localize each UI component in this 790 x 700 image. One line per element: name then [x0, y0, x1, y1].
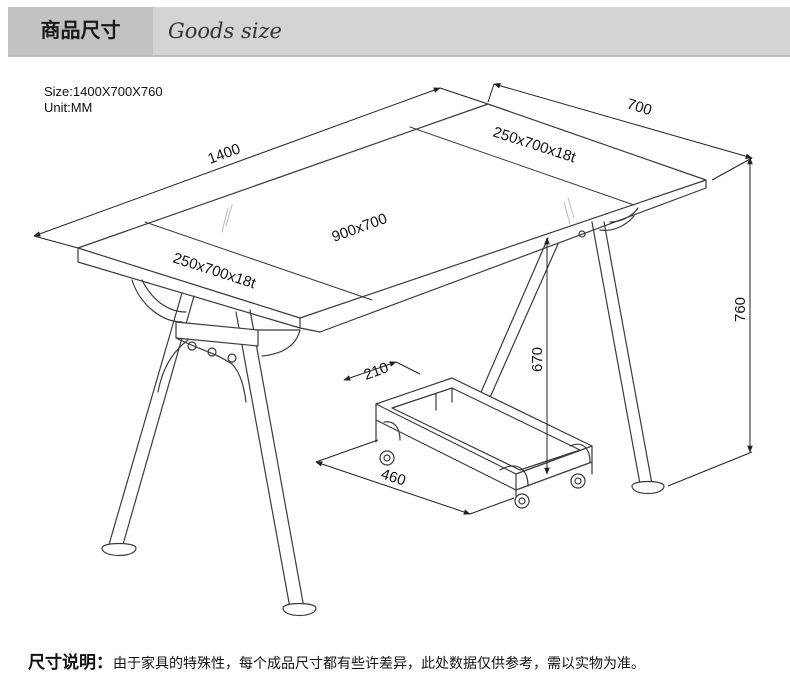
dim-line-cart-width [315, 461, 471, 515]
dim-line-cart-depth [343, 361, 397, 381]
header-divider [8, 55, 790, 57]
dim-line-width [493, 83, 753, 159]
header-title-cn: 商品尺寸 [8, 7, 153, 55]
dim-length-label: 1400 [206, 140, 243, 167]
cpu-cart [375, 377, 593, 509]
header-title-en: Goods size [168, 19, 282, 43]
table-top [77, 103, 707, 333]
footer-label: 尺寸说明： [28, 653, 113, 672]
dim-height-label: 760 [732, 297, 749, 322]
footer-note: 尺寸说明：由于家具的特殊性，每个成品尺寸都有些许差异，此处数据仅供参考，需以实物… [28, 648, 645, 673]
desk-drawing: 1400 700 760 900x700 250x700x18t 250x700… [33, 83, 753, 617]
dim-cart-height-label: 670 [529, 347, 546, 372]
dim-cart-depth-label: 210 [362, 359, 391, 384]
dim-line-length [33, 87, 441, 237]
dim-width-label: 700 [625, 96, 654, 120]
footer-text: 由于家具的特殊性，每个成品尺寸都有些许差异，此处数据仅供参考，需以实物为准。 [113, 655, 645, 671]
left-leg [101, 279, 317, 617]
header-banner: 商品尺寸 Goods size [8, 7, 790, 55]
dim-cart-width-label: 460 [379, 466, 408, 490]
